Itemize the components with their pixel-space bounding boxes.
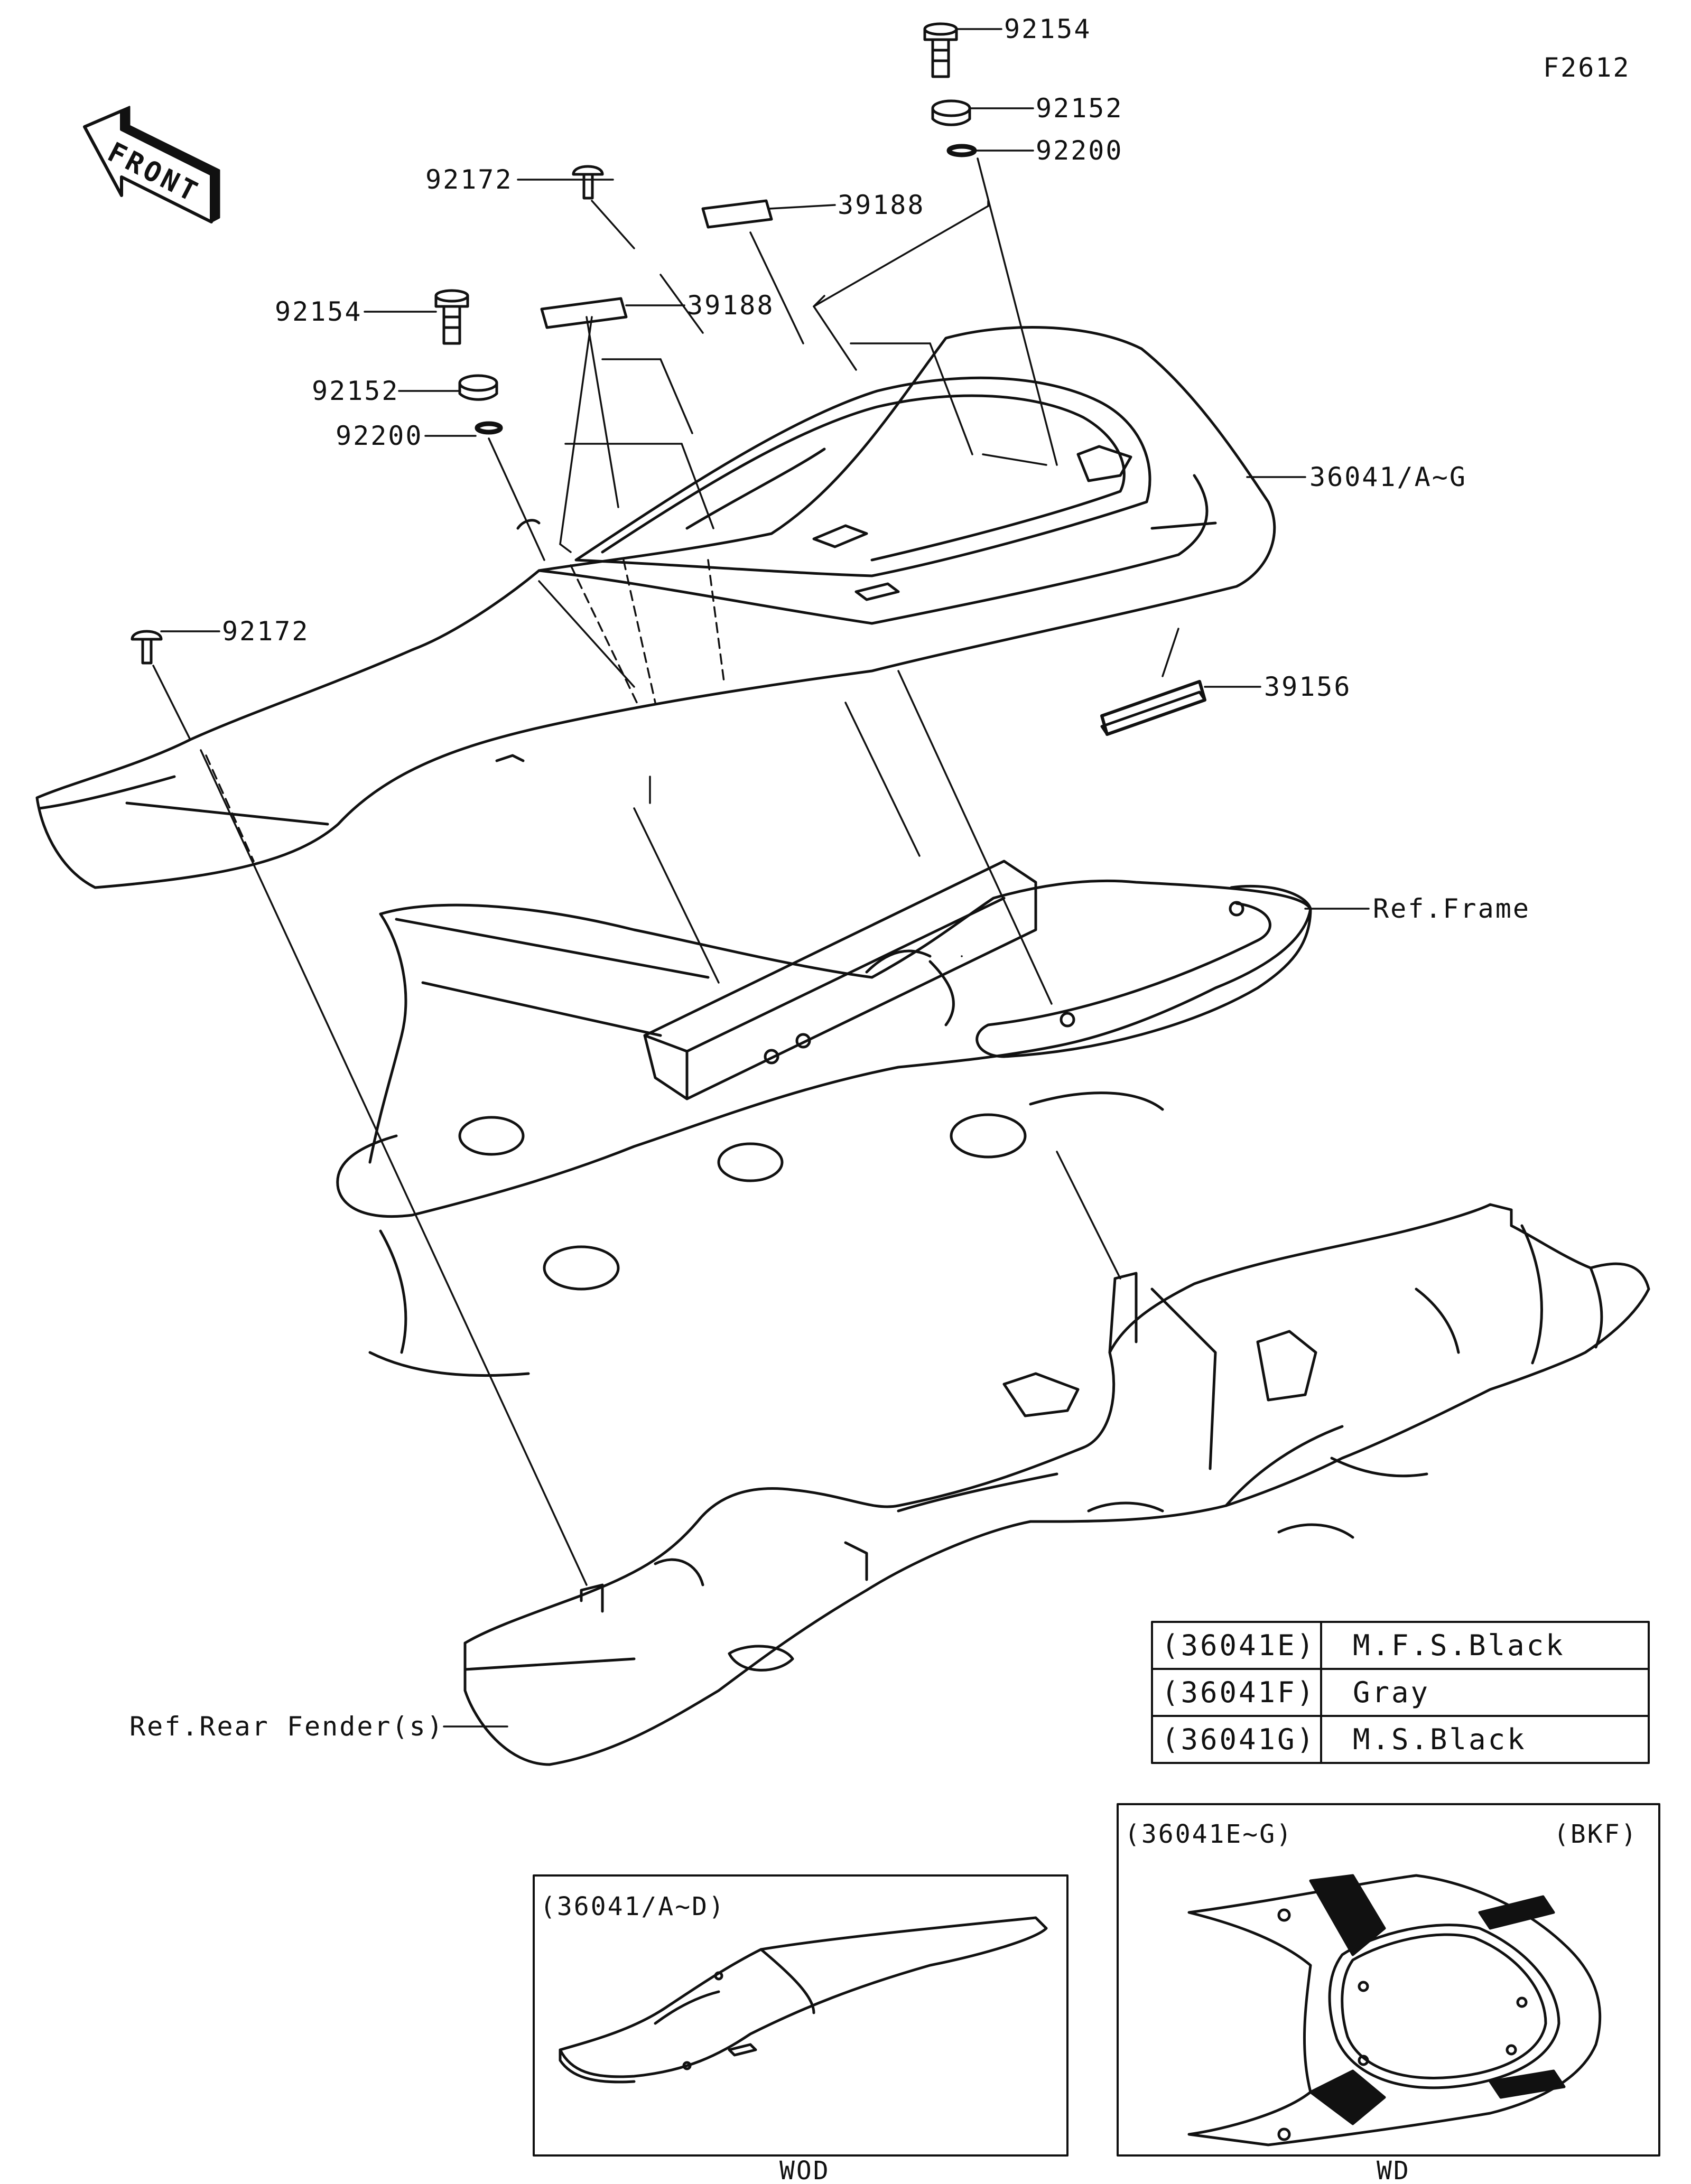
table-color-3: M.S.Black [1353,1723,1527,1756]
table-part-2: (36041F) [1162,1676,1316,1709]
seat-cover-drawing [35,326,1276,889]
callout-top-spacer: 92200 [1036,135,1123,166]
callout-left-washer: 92152 [312,376,399,406]
callout-top-bolt: 92154 [1004,14,1092,44]
washer-top-icon [931,99,971,126]
callout-lower-rivet: 92172 [222,616,310,647]
sticker-icon [1100,680,1206,736]
table-color-2: Gray [1353,1676,1430,1709]
color-table-frame [1151,1621,1650,1764]
inset-wod-frame [533,1874,1069,2157]
callout-ref-frame: Ref.Frame [1373,893,1530,924]
frame-drawing [336,860,1312,1377]
rear-fender-drawing [463,1203,1650,1766]
spacer-left-icon [475,421,503,435]
inset-wod-title: (36041/A~D) [540,1892,726,1921]
label-lower-icon [540,297,628,329]
callout-seat-cover: 36041/A~G [1309,462,1467,492]
callout-left-spacer: 92200 [336,421,423,451]
inset-wd-frame [1117,1803,1660,2157]
callout-label-lower: 39188 [687,290,775,321]
inset-wd-seat-drawing [1187,1874,1602,2146]
inset-wd-caption: WD [1377,2156,1410,2184]
table-part-1: (36041E) [1162,1629,1316,1662]
figure-code: F2612 [1543,52,1631,83]
inset-wod-seat-drawing [559,1916,1048,2084]
callout-left-bolt: 92154 [275,296,363,327]
inset-wod-caption: WOD [779,2156,830,2184]
bolt-top-icon [923,22,958,78]
washer-left-icon [458,374,498,401]
callout-sticker: 39156 [1264,671,1352,702]
front-arrow-icon [83,106,220,223]
table-color-1: M.F.S.Black [1353,1629,1565,1662]
rivet-upper-icon [572,165,604,200]
label-upper-icon [701,199,773,229]
callout-upper-rivet: 92172 [425,164,513,195]
table-part-3: (36041G) [1162,1723,1316,1756]
rivet-lower-icon [131,630,163,665]
callout-ref-fender: Ref.Rear Fender(s) [129,1711,444,1742]
spacer-top-icon [946,144,977,157]
inset-wd-title: (36041E~G) [1125,1819,1293,1849]
dashed-leaders [205,559,725,862]
leader-lines [152,28,1370,1728]
callout-top-washer: 92152 [1036,93,1123,124]
callout-label-upper: 39188 [838,190,925,220]
bolt-left-icon [434,289,469,345]
inset-wd-tag: (BKF) [1554,1819,1638,1849]
